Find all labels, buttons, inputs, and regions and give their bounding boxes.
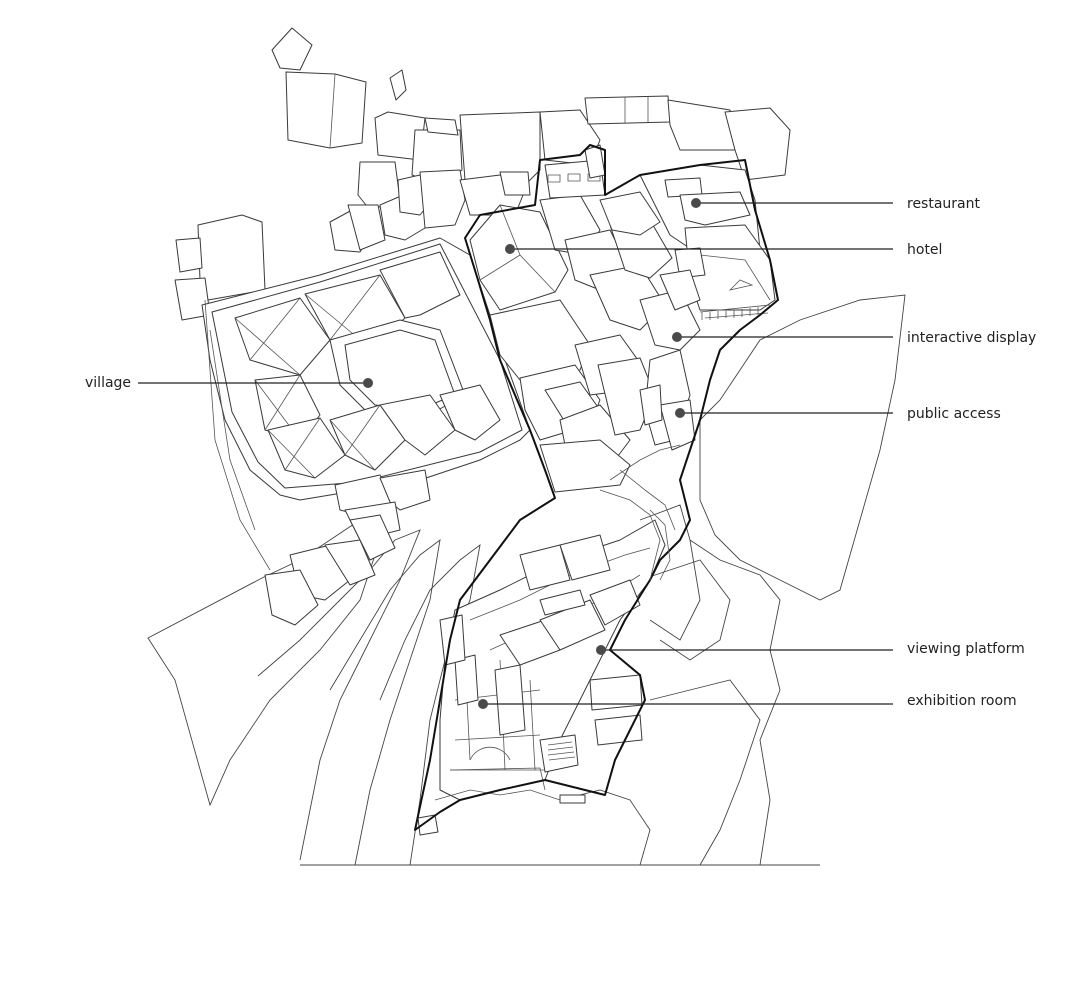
access-path [599,444,681,581]
hotel-cluster [469,144,701,493]
marker-village [363,378,373,388]
project-boundary [414,144,779,831]
marker-hotel [505,244,515,254]
outlying-buildings [174,27,791,321]
marker-interactive-display [672,332,682,342]
label-interactive-display: interactive display [907,330,1036,346]
restaurant-cluster [639,164,776,320]
label-public-access: public access [907,406,1001,422]
label-exhibition-room: exhibition room [907,693,1017,709]
label-hotel: hotel [907,242,942,258]
label-village: village [85,375,131,391]
label-restaurant: restaurant [907,196,981,212]
marker-public-access [675,408,685,418]
marker-viewing-platform [596,645,606,655]
exhibition-building [417,519,666,836]
lower-left-cluster [264,514,396,626]
label-viewing-platform: viewing platform [907,641,1025,657]
callouts [138,198,893,709]
labels: village restaurant hotel interactive dis… [85,196,1036,709]
marker-restaurant [691,198,701,208]
marker-exhibition-room [478,699,488,709]
